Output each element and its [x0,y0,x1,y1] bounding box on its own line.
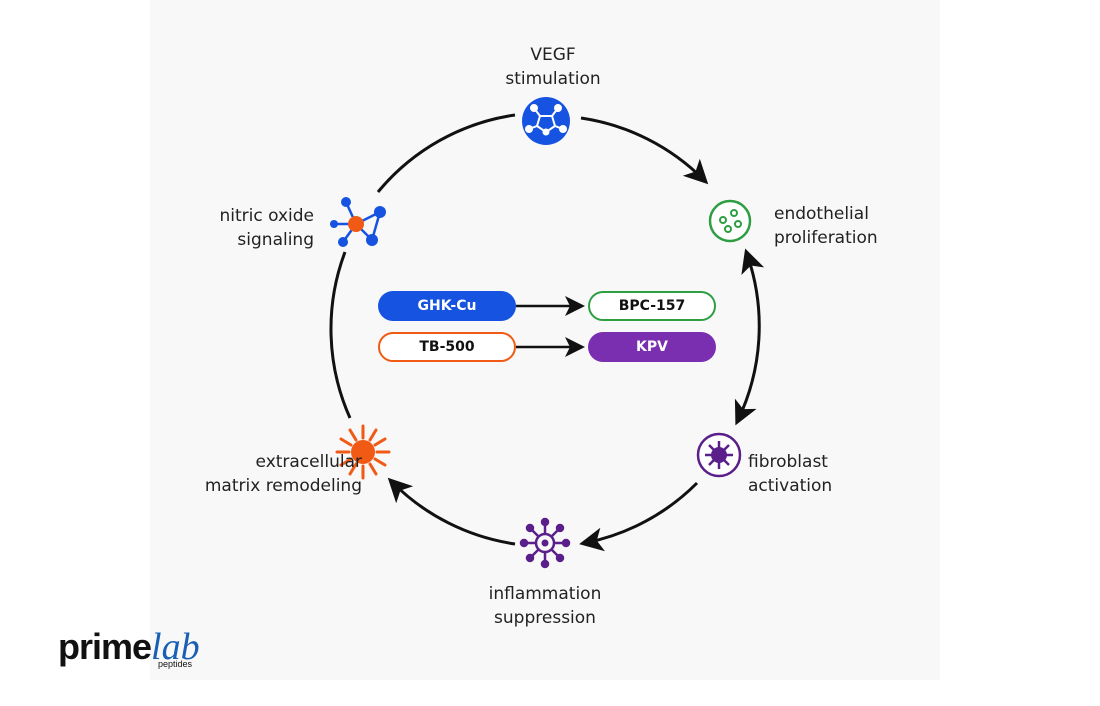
immune-cell-icon [519,517,571,569]
label-fibroblast: fibroblast activation [748,450,832,498]
arrow-vegf-to-endothelial [580,116,709,185]
arrow-inflammation-to-ecm [387,477,516,546]
peptide-kpv: KPV [588,332,716,362]
matrix-icon [335,424,391,480]
label-inflammation-line1: inflammation [488,584,602,604]
arc-nitric-to-vegf [376,113,516,193]
label-endothelial-line2: proliferation [774,228,878,248]
peptide-tb-500: TB-500 [378,332,516,362]
label-vegf: VEGF stimulation [470,43,636,91]
label-ecm-line1: extracellular [255,452,362,472]
primelab-logo: primelab peptides [58,625,200,669]
label-inflammation: inflammation suppression [470,582,620,630]
arrow-endothelial-fibroblast [734,248,765,426]
label-ecm-line2: matrix remodeling [204,476,362,496]
label-endothelial: endothelial proliferation [774,202,878,250]
label-fibroblast-line2: activation [748,476,833,496]
logo-prime: prime [58,626,152,667]
network-icon [522,97,570,145]
logo-lab: lab [151,626,200,668]
cell-icon [708,199,752,243]
molecule-icon [330,197,386,247]
fibroblast-icon [696,432,742,478]
label-vegf-line1: VEGF [530,45,576,65]
peptide-arrows [516,296,585,357]
cycle-arrows [329,113,765,552]
peptide-bpc-157: BPC-157 [588,291,716,321]
peptide-ghk-cu: GHK-Cu [378,291,516,321]
label-inflammation-line2: suppression [494,608,596,628]
label-nitric-line1: nitric oxide [219,206,314,226]
logo-peptides: peptides [158,659,193,669]
label-fibroblast-line1: fibroblast [748,452,828,472]
label-ecm: extracellular matrix remodeling [168,450,362,498]
arrow-fibroblast-to-inflammation [579,481,699,552]
label-nitric-line2: signaling [237,230,314,250]
label-endothelial-line1: endothelial [774,204,869,224]
arc-ecm-to-nitric [329,251,352,419]
label-vegf-line2: stimulation [505,69,601,89]
label-nitric: nitric oxide signaling [182,204,314,252]
